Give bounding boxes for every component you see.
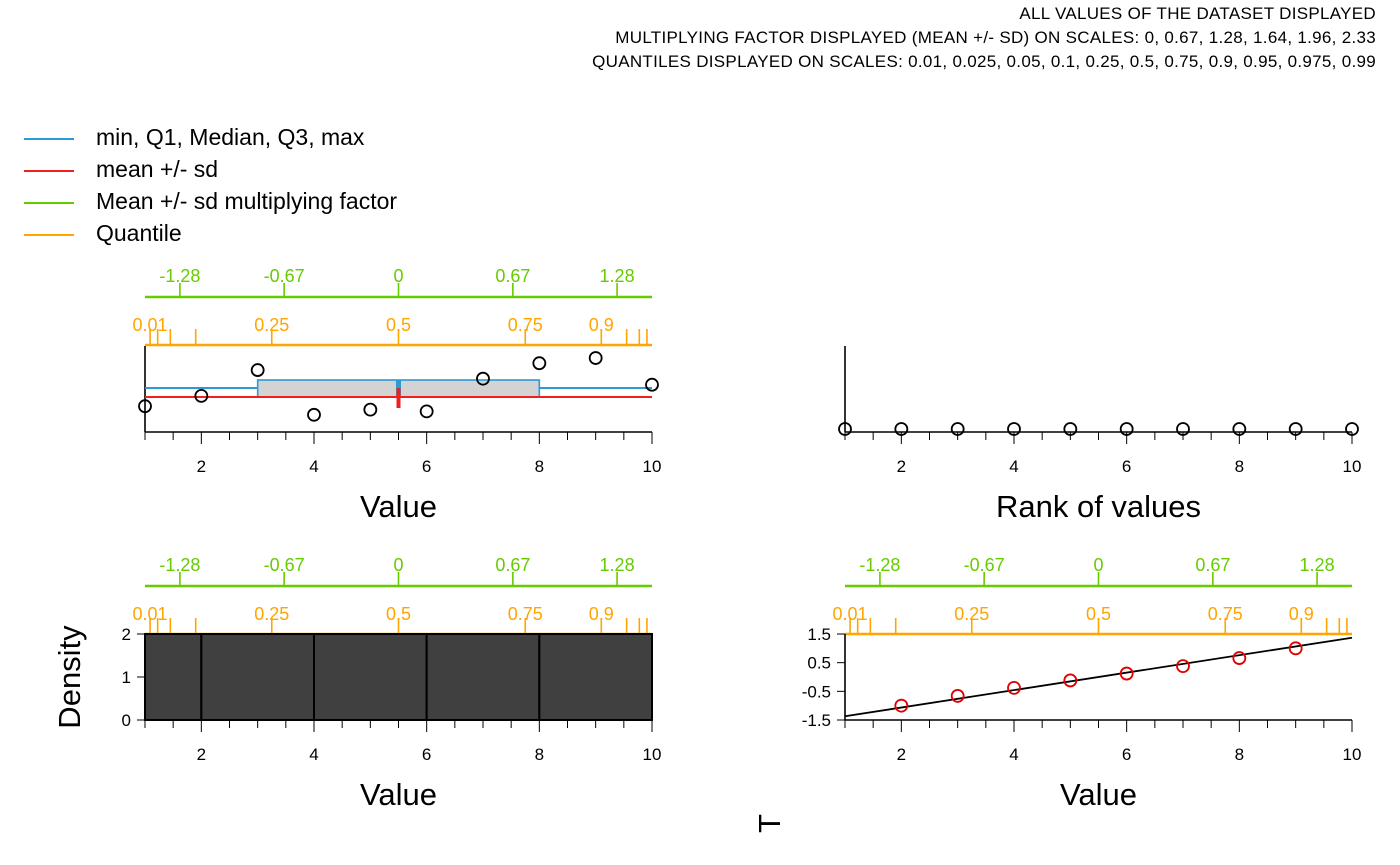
- hist-bar: [313, 633, 428, 721]
- qq-point: [894, 698, 909, 713]
- strip-point: [532, 356, 547, 371]
- qq-y-tick-label: 0.5: [807, 654, 831, 673]
- qq-point: [1288, 641, 1303, 656]
- qq-quantile-scale-label: 0.75: [1208, 604, 1243, 624]
- qq-x-tick-label: 10: [1343, 745, 1362, 764]
- hist-quantile-scale-label: 0.5: [386, 604, 411, 624]
- strip-quantile-scale-label: 0.75: [508, 315, 543, 335]
- legend-label-mean-sd: mean +/- sd: [96, 156, 219, 182]
- qq-point: [1119, 666, 1134, 681]
- strip-mult-scale-label: 0.67: [495, 266, 530, 286]
- rank-x-axis-title: Rank of values: [996, 489, 1201, 524]
- qq-y-axis-title: Theoretical Quantiles: [752, 540, 787, 833]
- legend-swatch-boxplot: [24, 138, 74, 140]
- strip-x-tick-label: 10: [643, 457, 662, 476]
- legend-swatch-quantile: [24, 234, 74, 236]
- strip-point: [476, 371, 490, 386]
- legend-swatch-multiplying-factor: [24, 202, 74, 204]
- qq-mult-scale-label: -0.67: [964, 555, 1005, 575]
- qq-reference-line: [844, 636, 1353, 718]
- header-line-all-values: ALL VALUES OF THE DATASET DISPLAYED: [1019, 4, 1376, 23]
- hist-x-axis-title: Value: [360, 777, 437, 812]
- qq-mult-scale-label: -1.28: [859, 555, 900, 575]
- qq-point: [950, 689, 965, 703]
- hist-quantile-scale-label: 0.01: [133, 604, 168, 624]
- strip-x-tick-label: 4: [309, 457, 318, 476]
- strip-x-tick-label: 6: [422, 457, 431, 476]
- strip-quantile-scale-label: 0.01: [133, 315, 168, 335]
- hist-quantile-scale-label: 0.75: [508, 604, 543, 624]
- strip-quantile-scale-label: 0.5: [386, 315, 411, 335]
- strip-point: [419, 404, 434, 419]
- hist-bar: [425, 633, 541, 721]
- hist-x-tick-label: 10: [643, 745, 662, 764]
- hist-x-tick-label: 4: [309, 745, 318, 764]
- hist-mult-scale-label: -0.67: [264, 555, 305, 575]
- qq-mult-scale-label: 0.67: [1195, 555, 1230, 575]
- legend-label-quantile: Quantile: [96, 220, 182, 246]
- strip-point: [194, 388, 209, 403]
- qq-x-tick-label: 6: [1122, 745, 1131, 764]
- strip-mult-scale-label: -0.67: [264, 266, 305, 286]
- strip-point: [307, 407, 321, 422]
- qq-y-tick-label: 1.5: [807, 625, 831, 644]
- qq-x-tick-label: 8: [1235, 745, 1244, 764]
- header-line-quantiles: QUANTILES DISPLAYED ON SCALES: 0.01, 0.0…: [592, 52, 1376, 71]
- rank-x-tick-label: 6: [1122, 457, 1131, 476]
- hist-y-axis-title: Density: [52, 625, 87, 729]
- strip-x-tick-label: 8: [535, 457, 544, 476]
- hist-x-tick-label: 2: [197, 745, 206, 764]
- hist-y-tick-label: 2: [122, 625, 131, 644]
- rank-x-tick-label: 4: [1009, 457, 1018, 476]
- header-line-multiplying-factor: MULTIPLYING FACTOR DISPLAYED (MEAN +/- S…: [615, 28, 1376, 47]
- strip-point: [588, 351, 603, 365]
- hist-mult-scale-label: 0.67: [495, 555, 530, 575]
- rank-x-tick-label: 2: [897, 457, 906, 476]
- strip-quantile-scale-label: 0.25: [254, 315, 289, 335]
- qq-quantile-scale-label: 0.5: [1086, 604, 1111, 624]
- strip-point: [645, 377, 659, 392]
- hist-mult-scale-label: 0: [393, 555, 403, 575]
- legend-label-boxplot: min, Q1, Median, Q3, max: [96, 124, 365, 150]
- legend-swatch-mean-sd: [24, 170, 74, 172]
- qq-quantile-scale-label: 0.9: [1289, 604, 1314, 624]
- rank-x-tick-label: 10: [1343, 457, 1362, 476]
- qq-x-axis-title: Value: [1060, 777, 1137, 812]
- legend-label-multiplying-factor: Mean +/- sd multiplying factor: [96, 188, 398, 214]
- hist-bar: [144, 633, 203, 721]
- hist-bar: [200, 633, 315, 721]
- strip-quantile-scale-label: 0.9: [589, 315, 614, 335]
- qq-mult-scale-label: 0: [1093, 555, 1103, 575]
- strip-mult-scale-label: 1.28: [600, 266, 635, 286]
- hist-x-tick-label: 6: [422, 745, 431, 764]
- hist-x-tick-label: 8: [535, 745, 544, 764]
- qq-point: [1176, 659, 1190, 674]
- hist-y-tick-label: 1: [122, 668, 131, 687]
- hist-mult-scale-label: 1.28: [600, 555, 635, 575]
- qq-quantile-scale-label: 0.25: [954, 604, 989, 624]
- qq-point: [1007, 680, 1021, 695]
- strip-x-axis-title: Value: [360, 489, 437, 524]
- qq-x-tick-label: 2: [897, 745, 906, 764]
- strip-x-tick-label: 2: [197, 457, 206, 476]
- qq-point: [1063, 673, 1078, 688]
- qq-mult-scale-label: 1.28: [1300, 555, 1335, 575]
- hist-mult-scale-label: -1.28: [159, 555, 200, 575]
- hist-quantile-scale-label: 0.25: [254, 604, 289, 624]
- qq-quantile-scale-label: 0.01: [833, 604, 868, 624]
- hist-y-tick-label: 0: [122, 711, 131, 730]
- strip-mult-scale-label: -1.28: [159, 266, 200, 286]
- qq-x-tick-label: 4: [1009, 745, 1018, 764]
- strip-point: [363, 402, 378, 417]
- qq-y-tick-label: -1.5: [802, 711, 831, 730]
- strip-mult-scale-label: 0: [393, 266, 403, 286]
- strip-point: [138, 399, 152, 414]
- hist-bar: [538, 633, 653, 721]
- qq-y-tick-label: -0.5: [802, 682, 831, 701]
- rank-x-tick-label: 8: [1235, 457, 1244, 476]
- hist-quantile-scale-label: 0.9: [589, 604, 614, 624]
- qq-point: [1232, 651, 1247, 665]
- strip-point: [250, 363, 265, 377]
